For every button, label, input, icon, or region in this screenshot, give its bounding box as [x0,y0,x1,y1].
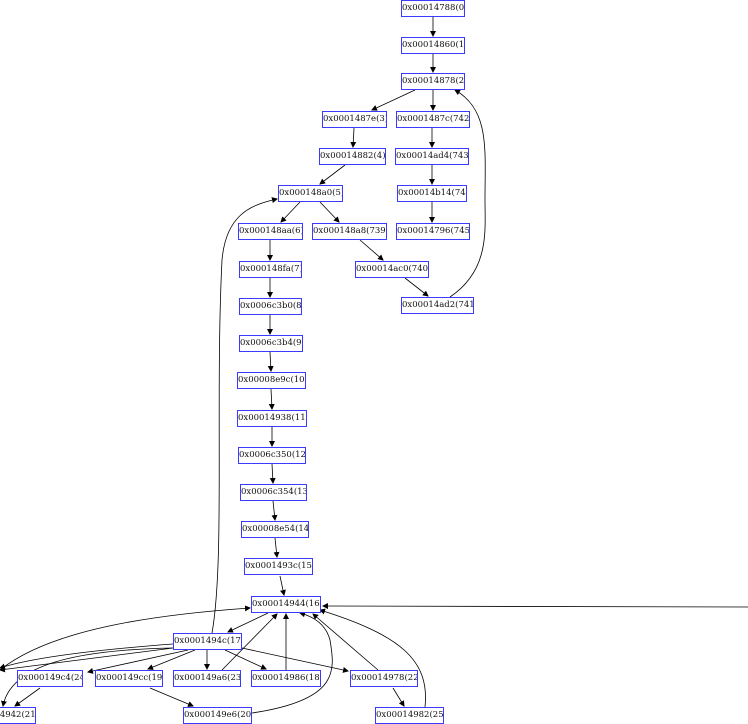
node-5[interactable]: 0x000148a0(5) [278,185,343,202]
node-3[interactable]: 0x0001487e(3) [322,111,387,128]
edge [0,605,251,671]
node-25[interactable]: 0x00014982(25) [375,707,444,724]
node-17[interactable]: 0x0001494c(17) [173,633,242,650]
edge [449,89,486,298]
node-24[interactable]: 0x000149c4(24) [17,670,83,687]
node-13[interactable]: 0x0006c354(13) [240,484,307,501]
edge [0,643,174,670]
node-740[interactable]: 0x00014ac0(740) [355,261,429,278]
node-739[interactable]: 0x000148a8(739) [312,223,387,240]
edge [371,89,416,111]
node-6[interactable]: 0x000148aa(6) [238,223,303,240]
edge [14,687,41,707]
edge [359,239,384,261]
edge [404,277,429,297]
edge [1,647,174,707]
edge [147,649,196,670]
node-19[interactable]: 0x000149cc(19) [95,670,163,687]
edge [227,612,269,633]
edge [312,613,379,671]
edge [241,647,349,673]
node-9[interactable]: 0x0006c3b4(9) [239,335,303,352]
node-0[interactable]: 0x00014788(0) [401,0,465,17]
edge [273,537,280,558]
node-743[interactable]: 0x00014ad4(743) [395,148,469,165]
edge [350,127,357,148]
node-14[interactable]: 0x00008e54(14) [241,521,309,538]
edge [251,611,333,714]
node-20[interactable]: 0x000149e6(20) [183,707,252,724]
edge [322,603,748,610]
node-18[interactable]: 0x00014986(18) [251,670,321,687]
node-11[interactable]: 0x00014938(11) [237,410,307,427]
edge [319,608,426,708]
edge [268,388,275,410]
edge [149,687,194,707]
node-4[interactable]: 0x00014882(4) [319,148,386,165]
edge [211,197,278,634]
edge [0,647,174,673]
edge [221,613,278,671]
node-8[interactable]: 0x0006c3b0(8) [239,298,302,315]
node-1[interactable]: 0x00014860(1) [401,37,465,54]
edge [271,500,278,521]
node-23[interactable]: 0x000149a6(23) [173,670,241,687]
edge [280,201,301,223]
node-10[interactable]: 0x00008e9c(10) [237,372,306,389]
edge [319,164,346,185]
edge [267,351,274,372]
edge [279,575,286,596]
node-21[interactable]: 0x00014942(21) [0,707,36,724]
node-744[interactable]: 0x00014b14(744) [397,185,467,202]
node-15[interactable]: 0x0001493c(15) [244,558,313,575]
edge [269,463,276,484]
node-742[interactable]: 0x0001487c(742) [396,111,470,128]
node-12[interactable]: 0x0006c350(12) [238,447,306,464]
node-745[interactable]: 0x00014796(745) [396,223,470,240]
edge [392,687,405,707]
edge [224,649,267,670]
node-2[interactable]: 0x00014878(2) [401,73,465,90]
edge [87,649,189,674]
node-22[interactable]: 0x00014978(22) [350,670,418,687]
node-741[interactable]: 0x00014ad2(741) [401,297,474,314]
node-16[interactable]: 0x00014944(16) [251,596,321,613]
node-7[interactable]: 0x000148fa(7) [239,261,302,278]
edge [319,201,340,223]
